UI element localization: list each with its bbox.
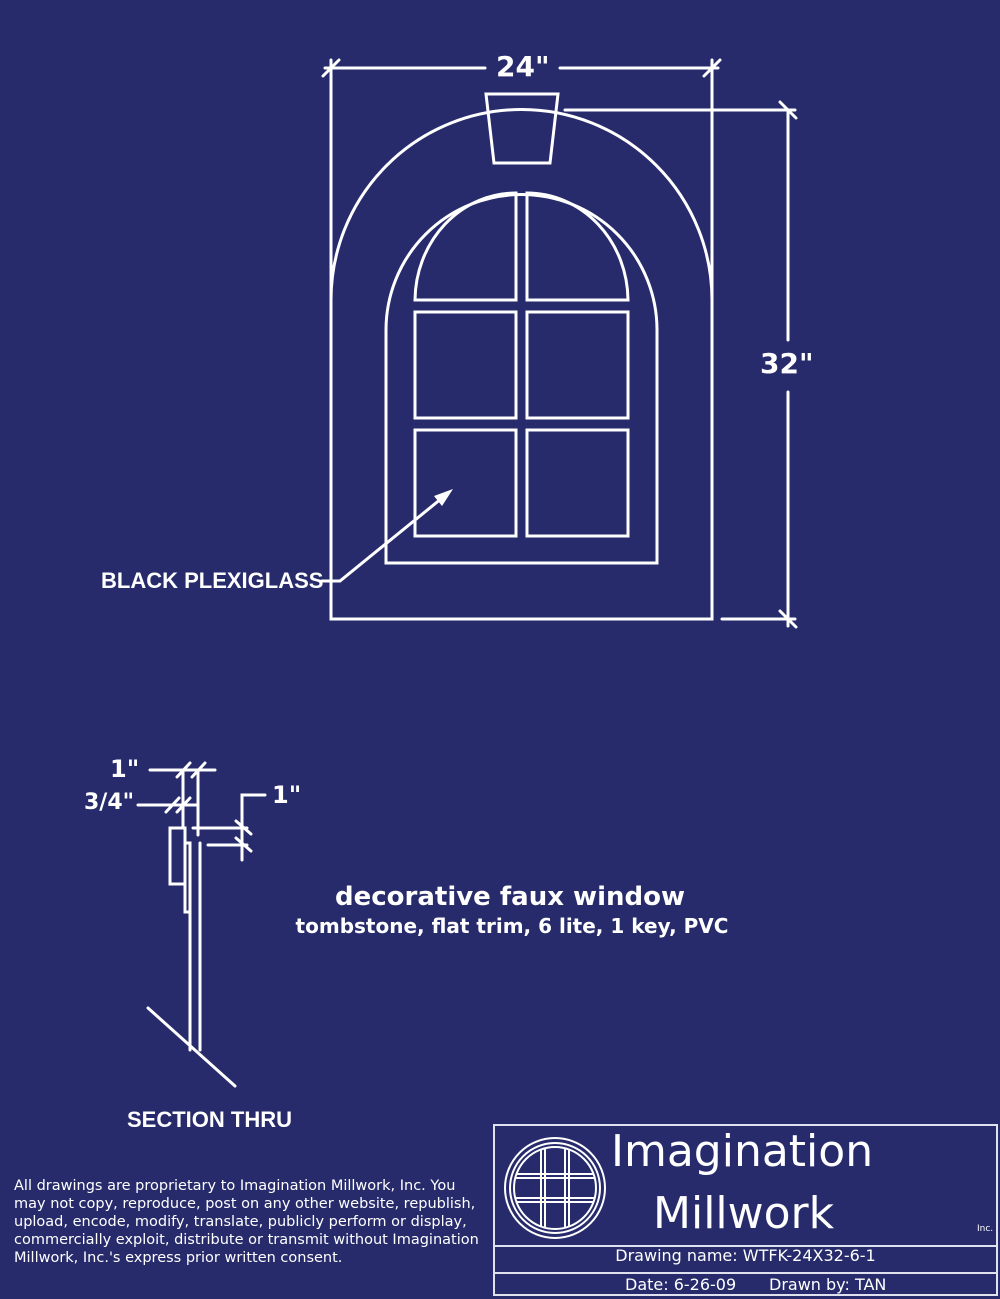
title-block: Imagination Millwork Inc. Drawing name: … [493,1124,998,1296]
company-name-line1: Imagination [611,1126,874,1177]
pane [525,428,630,538]
drawing-subtitle: tombstone, flat trim, 6 lite, 1 key, PVC [295,914,729,938]
drawn-by: Drawn by: TAN [769,1275,887,1294]
section-detail [136,761,267,1088]
keystone [484,92,560,165]
material-label: BLACK PLEXIGLASS [101,568,324,593]
sash-top-right [525,191,630,302]
pane [413,310,518,420]
drawing-date: Date: 6-26-09 [625,1275,737,1294]
height-dimension: 32" [760,347,814,380]
outer-trim [329,108,714,621]
company-name-line2: Millwork [653,1188,835,1239]
legal-notice: All drawings are proprietary to Imaginat… [14,1178,479,1266]
section-label: SECTION THRU [127,1107,292,1132]
drawing-name: Drawing name: WTFK-24X32-6-1 [615,1246,876,1265]
drawing-title: decorative faux window [335,882,685,912]
section-dim-middle: 3/4" [84,790,135,815]
pane [525,310,630,420]
width-dimension: 24" [496,50,550,83]
logo-round-window-icon [504,1137,606,1239]
section-dim-top: 1" [110,755,140,783]
company-suffix: Inc. [977,1224,994,1234]
pane [413,428,518,538]
sash-top-left [413,191,518,302]
section-dim-right: 1" [272,781,302,809]
